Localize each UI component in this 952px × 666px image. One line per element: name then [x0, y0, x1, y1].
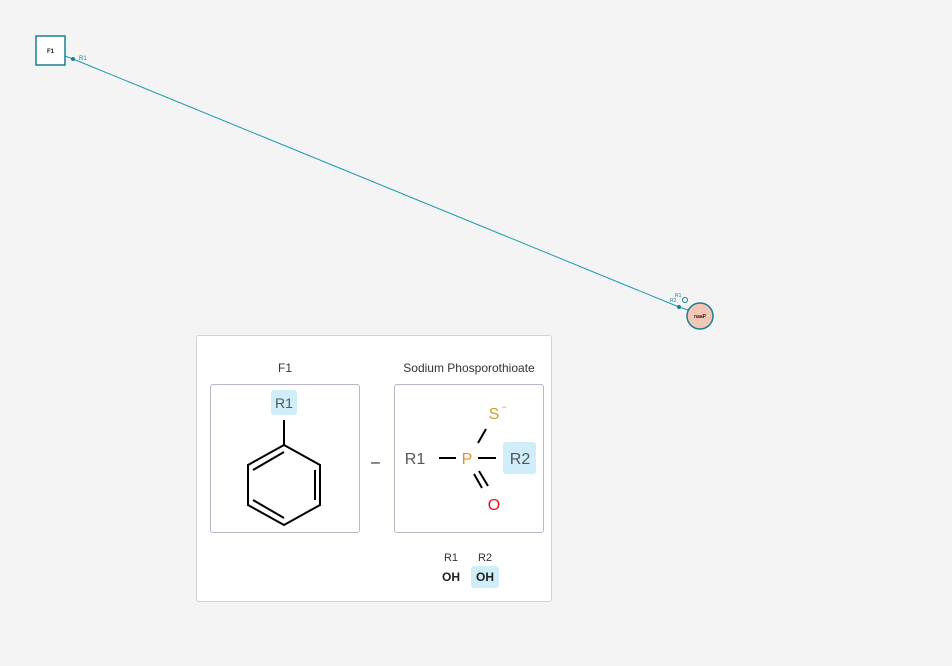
- atom-s-charge: −: [501, 402, 506, 412]
- monomer-node-naap[interactable]: naaP: [686, 302, 714, 330]
- left-monomer-title: F1: [277, 361, 292, 375]
- connector-dash: –: [371, 454, 380, 471]
- atom-o: O: [488, 497, 500, 514]
- left-structure-box: R1: [210, 384, 360, 533]
- attachment-point-r1[interactable]: [71, 57, 75, 61]
- atom-r1: R1: [405, 451, 426, 468]
- phosphorothioate-structure: R1 P R2 S − O: [405, 402, 536, 514]
- monomer-tooltip: F1 R1 – Sodium Phosporothioate R1 P R2 S…: [196, 335, 552, 602]
- atom-s: S: [489, 406, 500, 423]
- monomer-node-f1[interactable]: F1: [35, 35, 66, 66]
- atom-r2: R2: [510, 451, 531, 468]
- attachment-point-r1-open[interactable]: [682, 297, 688, 303]
- attachment-label-r1: R1: [79, 56, 87, 62]
- right-monomer-title: Sodium Phosporothioate: [403, 361, 535, 375]
- link-bond[interactable]: [72, 58, 680, 308]
- attachment-r2-label: R2: [477, 552, 493, 564]
- r1-highlight: [271, 390, 297, 415]
- attachment-label-naap-r1: R1: [675, 293, 682, 299]
- attachment-r1-label: R1: [443, 552, 459, 564]
- attachment-r2-value: OH: [471, 566, 499, 588]
- atom-p: P: [462, 451, 473, 468]
- r2-highlight: [503, 442, 536, 474]
- attachment-label-naap-r2: R2: [670, 298, 677, 304]
- attachment-point-r2[interactable]: [677, 305, 681, 309]
- right-structure-box: R1 P R2 S − O: [394, 384, 544, 533]
- monomer-naap-label: naaP: [694, 314, 707, 320]
- benzene-r1-label: R1: [275, 395, 293, 411]
- attachment-r1-value: OH: [442, 570, 460, 584]
- benzene-structure: R1: [247, 390, 321, 527]
- monomer-f1-label: F1: [47, 49, 55, 55]
